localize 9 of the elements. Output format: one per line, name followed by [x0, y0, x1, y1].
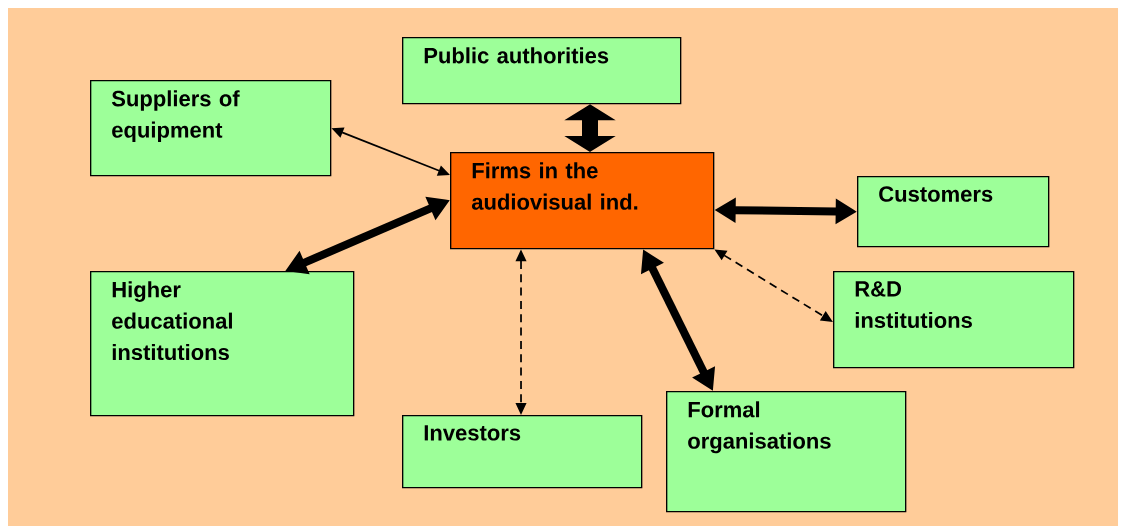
- node-box: R&D institutions: [833, 271, 1075, 369]
- central-box: Firms in the audiovisual ind.: [450, 152, 715, 250]
- arrow: [564, 104, 616, 152]
- node-box: Formal organisations: [666, 391, 907, 513]
- node-box: Suppliers of equipment: [90, 80, 332, 177]
- node-box: Customers: [857, 176, 1050, 248]
- node-box: Higher educational institutions: [90, 271, 355, 417]
- node-box: Investors: [402, 415, 643, 489]
- node-box: Public authorities: [402, 37, 682, 105]
